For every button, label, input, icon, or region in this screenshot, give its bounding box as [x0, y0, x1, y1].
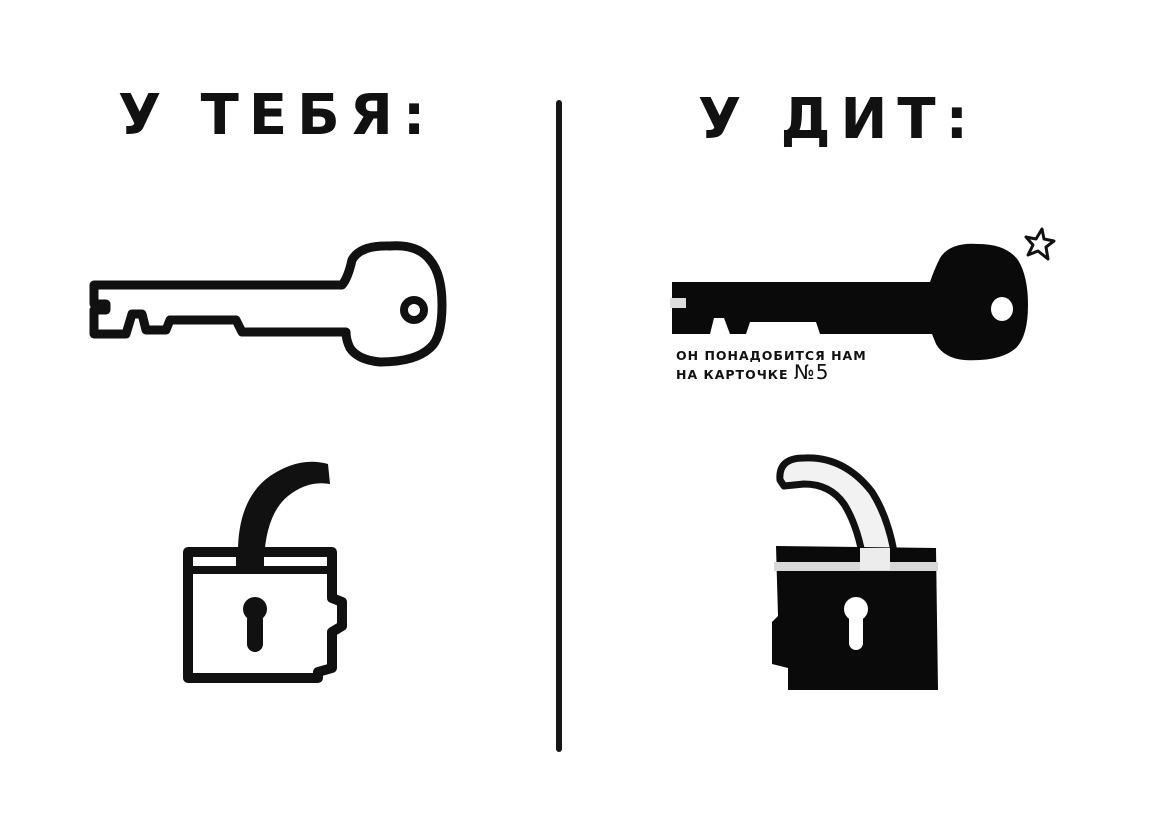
- vertical-divider: [556, 100, 562, 752]
- right-heading: У ДИТ:: [698, 87, 979, 152]
- key-note: ОН ПОНАДОБИТСЯ НАМ НА КАРТОЧКЕ №5: [676, 347, 867, 383]
- left-heading: У ТЕБЯ:: [118, 83, 436, 148]
- sparkle-star-icon: [1024, 227, 1056, 261]
- key-outline-icon: [89, 241, 447, 367]
- key-note-line-2-text: НА КАРТОЧКЕ: [676, 367, 794, 382]
- key-filled-icon: [670, 243, 1028, 361]
- card-number: №5: [793, 360, 830, 384]
- open-padlock-filled-icon: [772, 454, 938, 690]
- key-note-line-1: ОН ПОНАДОБИТСЯ НАМ: [676, 348, 867, 363]
- key-note-line-2: НА КАРТОЧКЕ №5: [676, 362, 867, 383]
- open-padlock-outline-icon: [183, 461, 347, 683]
